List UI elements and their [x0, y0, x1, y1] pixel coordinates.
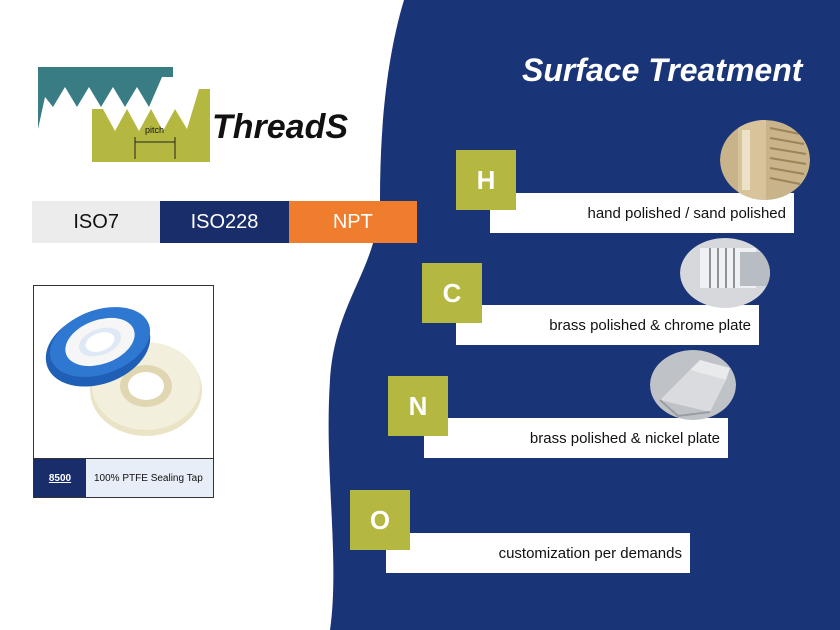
treatment-item-nickel-plate: brass polished & nickel plate [424, 418, 728, 458]
threads-title: ThreadS [212, 108, 349, 146]
treatment-text: customization per demands [498, 544, 682, 562]
standard-label: NPT [332, 210, 373, 233]
treatment-item-hand-polished: hand polished / sand polished [490, 193, 794, 233]
standard-label: ISO7 [73, 210, 119, 233]
pitch-label: pitch [145, 125, 165, 135]
product-card: 8500 100% PTFE Sealing Tap [33, 285, 214, 498]
standard-npt: NPT [288, 201, 417, 243]
treatment-item-customization: customization per demands [386, 533, 690, 573]
standards-bar: ISO7 ISO228 NPT [32, 201, 417, 243]
treatment-item-chrome-plate: brass polished & chrome plate [456, 305, 759, 345]
treatment-letter-o: O [350, 490, 410, 550]
chrome-fitting-image [680, 238, 770, 308]
treatment-text: brass polished & nickel plate [529, 429, 720, 447]
ptfe-tape-rolls-image [45, 307, 202, 436]
treatment-letter-c: C [422, 263, 482, 323]
product-footer: 8500 100% PTFE Sealing Tap [34, 458, 213, 497]
threads-logo-graphic [38, 67, 210, 162]
brass-thread-image [720, 120, 810, 200]
nickel-fitting-image [650, 350, 736, 420]
treatment-letter-n: N [388, 376, 448, 436]
product-code[interactable]: 8500 [34, 459, 86, 497]
treatment-text: brass polished & chrome plate [549, 316, 751, 334]
treatment-letter-h: H [456, 150, 516, 210]
product-description: 100% PTFE Sealing Tap [86, 459, 213, 497]
standard-iso228: ISO228 [160, 201, 289, 243]
surface-treatment-title: Surface Treatment [522, 52, 803, 88]
standard-label: ISO228 [190, 210, 259, 233]
standard-iso7: ISO7 [32, 201, 161, 243]
treatment-text: hand polished / sand polished [587, 204, 787, 222]
